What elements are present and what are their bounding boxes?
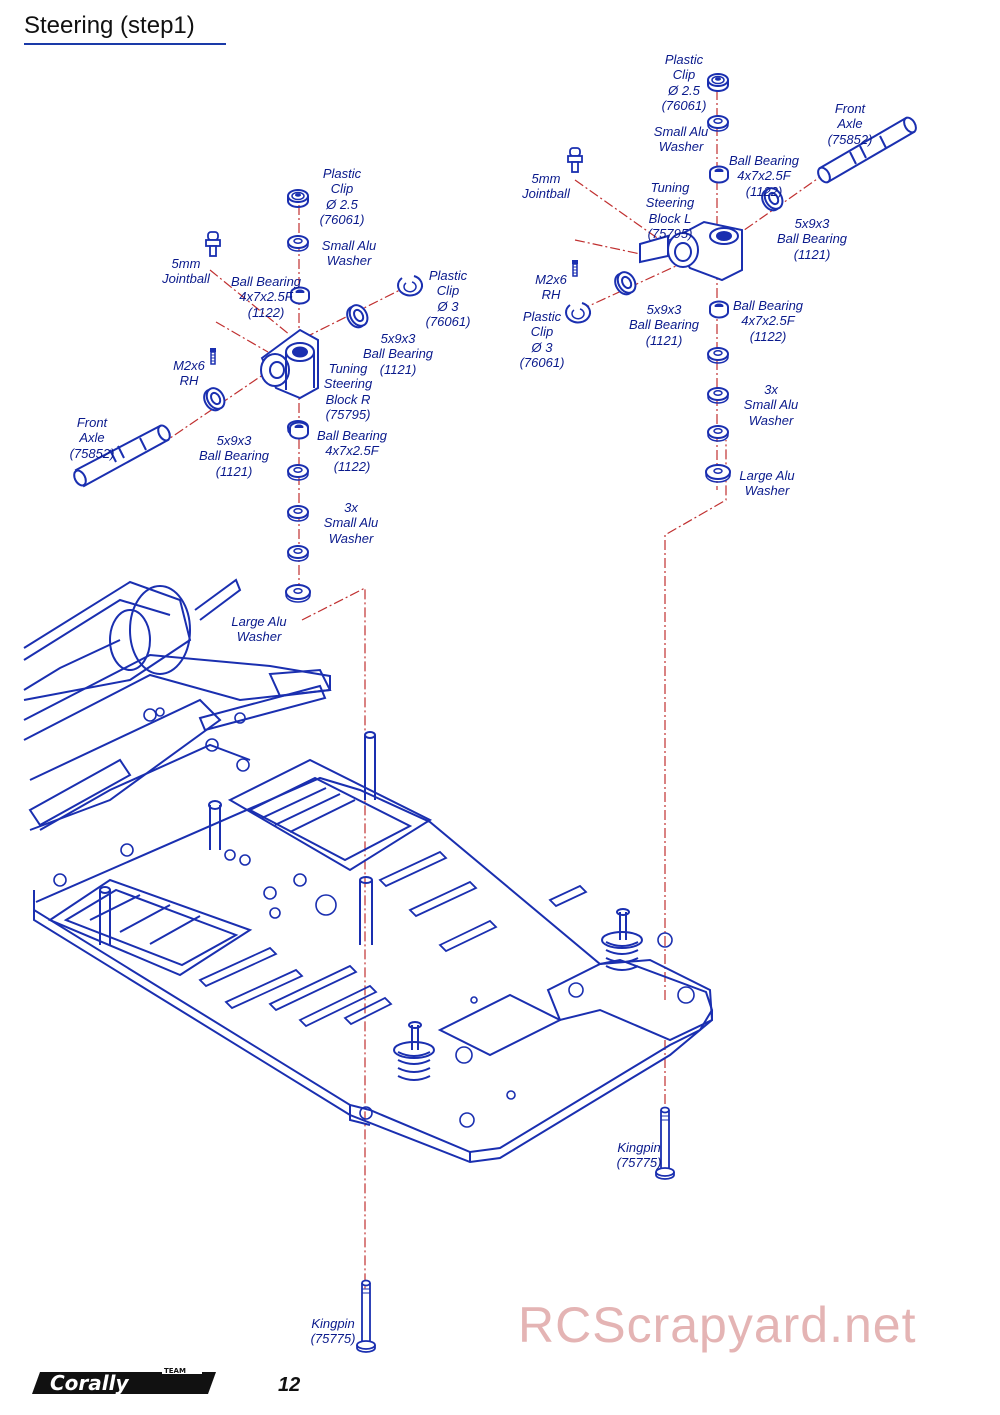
svg-text:Corally: Corally: [50, 1371, 129, 1395]
label-l-kingpin: Kingpin(75775): [616, 1139, 662, 1171]
chassis-line-art: [23, 578, 714, 1164]
page-title: Steering (step1): [24, 12, 195, 39]
label-kingpin: Kingpin(75775): [310, 1315, 356, 1347]
team-corally-logo-icon: Corally TEAM: [32, 1366, 216, 1395]
page-number: 12: [278, 1374, 301, 1396]
right-steering-stack: [73, 189, 424, 603]
watermark: RCScrapyard.net: [518, 1297, 917, 1353]
left-steering-stack: [565, 73, 917, 483]
title-underline: [24, 43, 226, 45]
svg-text:TEAM: TEAM: [164, 1367, 186, 1375]
